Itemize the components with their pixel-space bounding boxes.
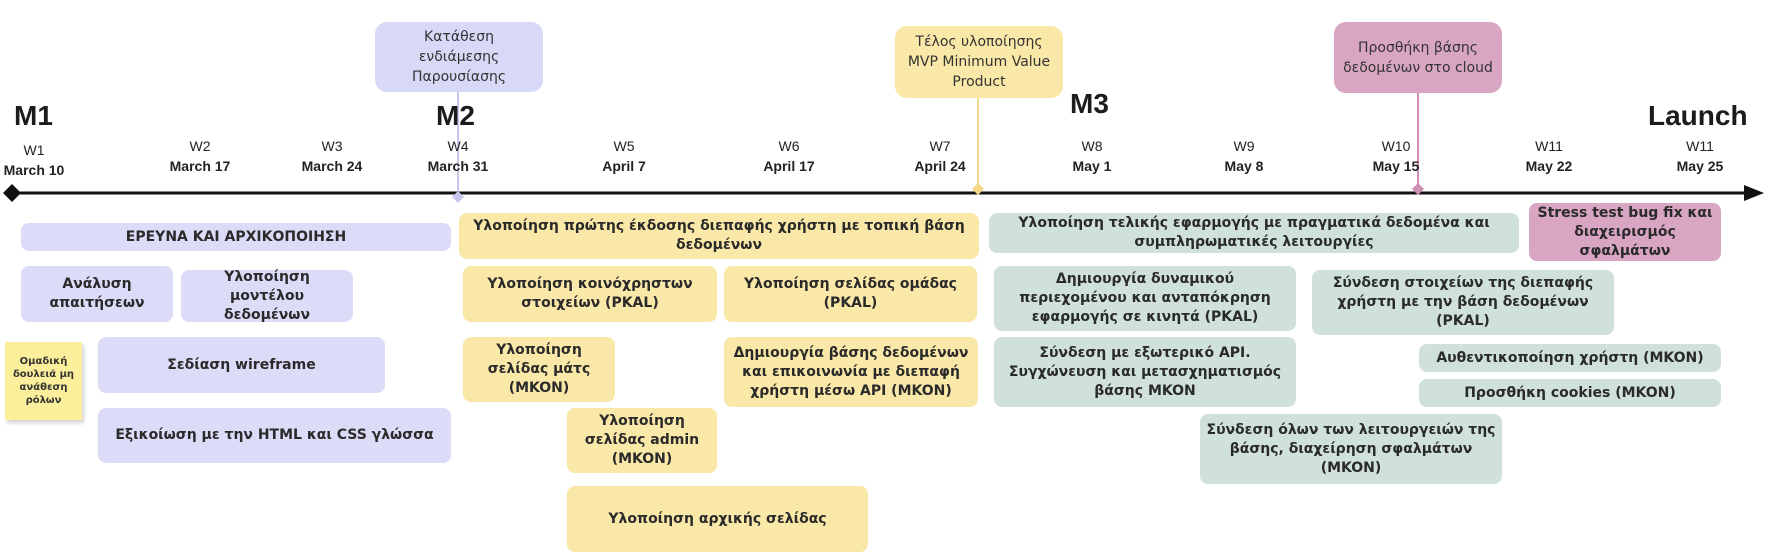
task-home-page: Υλοποίηση αρχικής σελίδας — [567, 486, 868, 552]
task-shared-components: Υλοποίηση κοινόχρηστων στοιχείων (PKAL) — [463, 266, 717, 322]
callout-cloud-database: Προσθήκη βάσης δεδομένων στο cloud — [1334, 22, 1502, 93]
task-team-page: Υλοποίηση σελίδας ομάδας (PKAL) — [724, 266, 977, 322]
task-admin-page: Υλοποίηση σελίδας admin (MKON) — [567, 408, 717, 473]
task-connect-all: Σύνδεση όλων των λειτουργειών της βάσης,… — [1200, 414, 1502, 484]
interim-marker — [452, 191, 464, 203]
task-external-api: Σύνδεση με εξωτερικό API. Συγχώνευση και… — [994, 337, 1296, 407]
mvp-marker — [972, 183, 984, 195]
task-db-api: Δημιουργία βάσης δεδομένων και επικοινων… — [724, 337, 978, 407]
milestone-m1: M1 — [14, 100, 53, 131]
task-data-model: Υλοποίηση μοντέλου δεδομένων — [181, 269, 353, 323]
task-connect-ui-db: Σύνδεση στοιχείων της διεπαφής χρήστη με… — [1312, 270, 1614, 335]
task-requirements: Ανάλυση απαιτήσεων — [21, 266, 173, 322]
task-research: ΕΡΕΥΝΑ ΚΑΙ ΑΡΧΙΚΟΠΟΙΗΣΗ — [21, 223, 451, 251]
task-html-css: Εξικοίωση με την HTML και CSS γλώσσα — [98, 408, 451, 463]
task-stress-test: Stress test bug fix και διαχειρισμός σφα… — [1529, 203, 1721, 261]
milestone-m2: M2 — [436, 100, 475, 131]
task-wireframe: Σεδίαση wireframe — [98, 337, 385, 393]
task-dynamic-content: Δημιουργία δυναμικού περιεχομένου και αν… — [994, 266, 1296, 331]
milestone-m3: M3 — [1070, 88, 1109, 119]
task-cookies: Προσθήκη cookies (MKON) — [1419, 379, 1721, 407]
task-final-app: Υλοποίηση τελικής εφαρμογής με πραγματικ… — [989, 213, 1519, 253]
timeline-arrowhead — [1744, 185, 1764, 201]
callout-interim-presentation: Κατάθεση ενδιάμεσης Παρουσίασης — [375, 22, 543, 92]
sticky-note: Ομαδική δουλειά μη ανάθεση ρόλων — [5, 342, 82, 420]
task-match-page: Υλοποίηση σελίδας μάτς (MKON) — [463, 337, 615, 402]
cloud-marker — [1412, 183, 1424, 195]
task-first-ui: Υλοποίηση πρώτης έκδοσης διεπαφής χρήστη… — [459, 213, 979, 259]
milestone-launch: Launch — [1648, 100, 1748, 131]
timeline-start-diamond — [3, 184, 21, 202]
callout-mvp-end: Τέλος υλοποίησης MVP Minimum Value Produ… — [895, 26, 1063, 98]
task-auth: Αυθεντικοποίηση χρήστη (MKON) — [1419, 344, 1721, 372]
